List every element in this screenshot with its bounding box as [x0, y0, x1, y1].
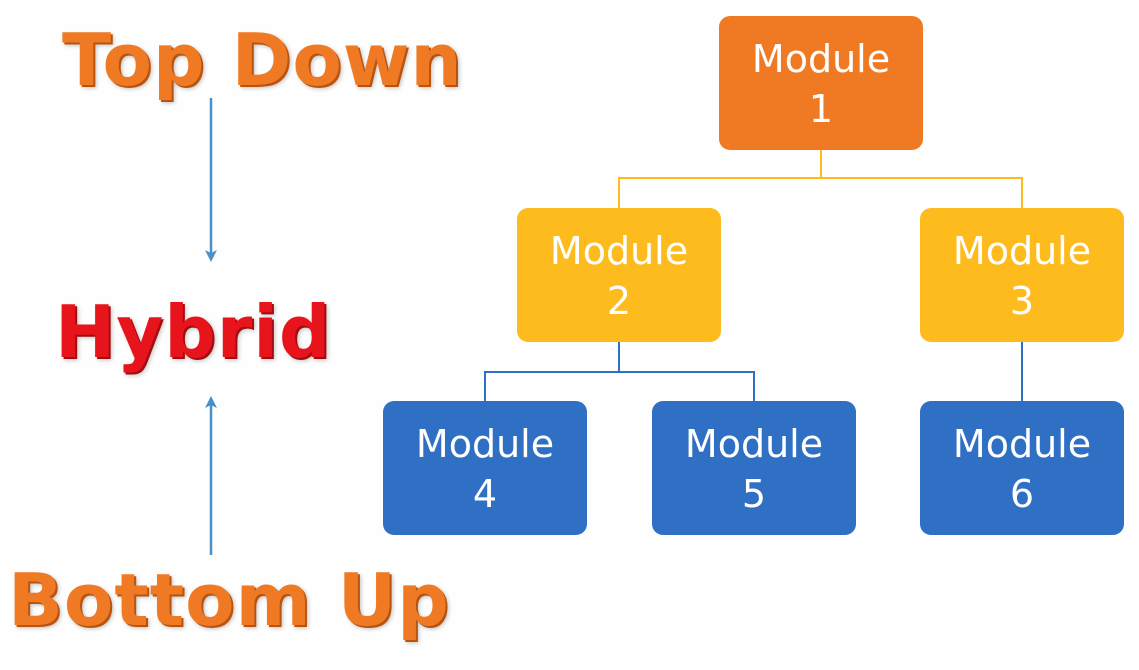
- module-3-box: Module 3: [920, 208, 1124, 342]
- module-5-word: Module: [684, 422, 824, 466]
- module-6-box: Module 6: [920, 401, 1124, 535]
- module-1-box: Module 1: [719, 16, 923, 150]
- module-4-box: Module 4: [383, 401, 587, 535]
- module-1-number: 1: [808, 87, 834, 131]
- module-2-word: Module: [549, 229, 689, 273]
- top-down-label: Top Down: [62, 18, 463, 102]
- module-2-number: 2: [606, 279, 632, 323]
- module-4-number: 4: [472, 472, 498, 516]
- module-3-number: 3: [1009, 279, 1035, 323]
- module-4-word: Module: [415, 422, 555, 466]
- bottom-up-label: Bottom Up: [8, 558, 450, 642]
- module-1-word: Module: [751, 37, 891, 81]
- module-2-box: Module 2: [517, 208, 721, 342]
- hybrid-label: Hybrid: [55, 290, 332, 374]
- module-6-word: Module: [952, 422, 1092, 466]
- connector-bar-level1: [618, 177, 1023, 208]
- module-5-number: 5: [741, 472, 767, 516]
- module-6-number: 6: [1009, 472, 1035, 516]
- module-5-box: Module 5: [652, 401, 856, 535]
- module-3-word: Module: [952, 229, 1092, 273]
- connector-bar-level2: [484, 371, 755, 401]
